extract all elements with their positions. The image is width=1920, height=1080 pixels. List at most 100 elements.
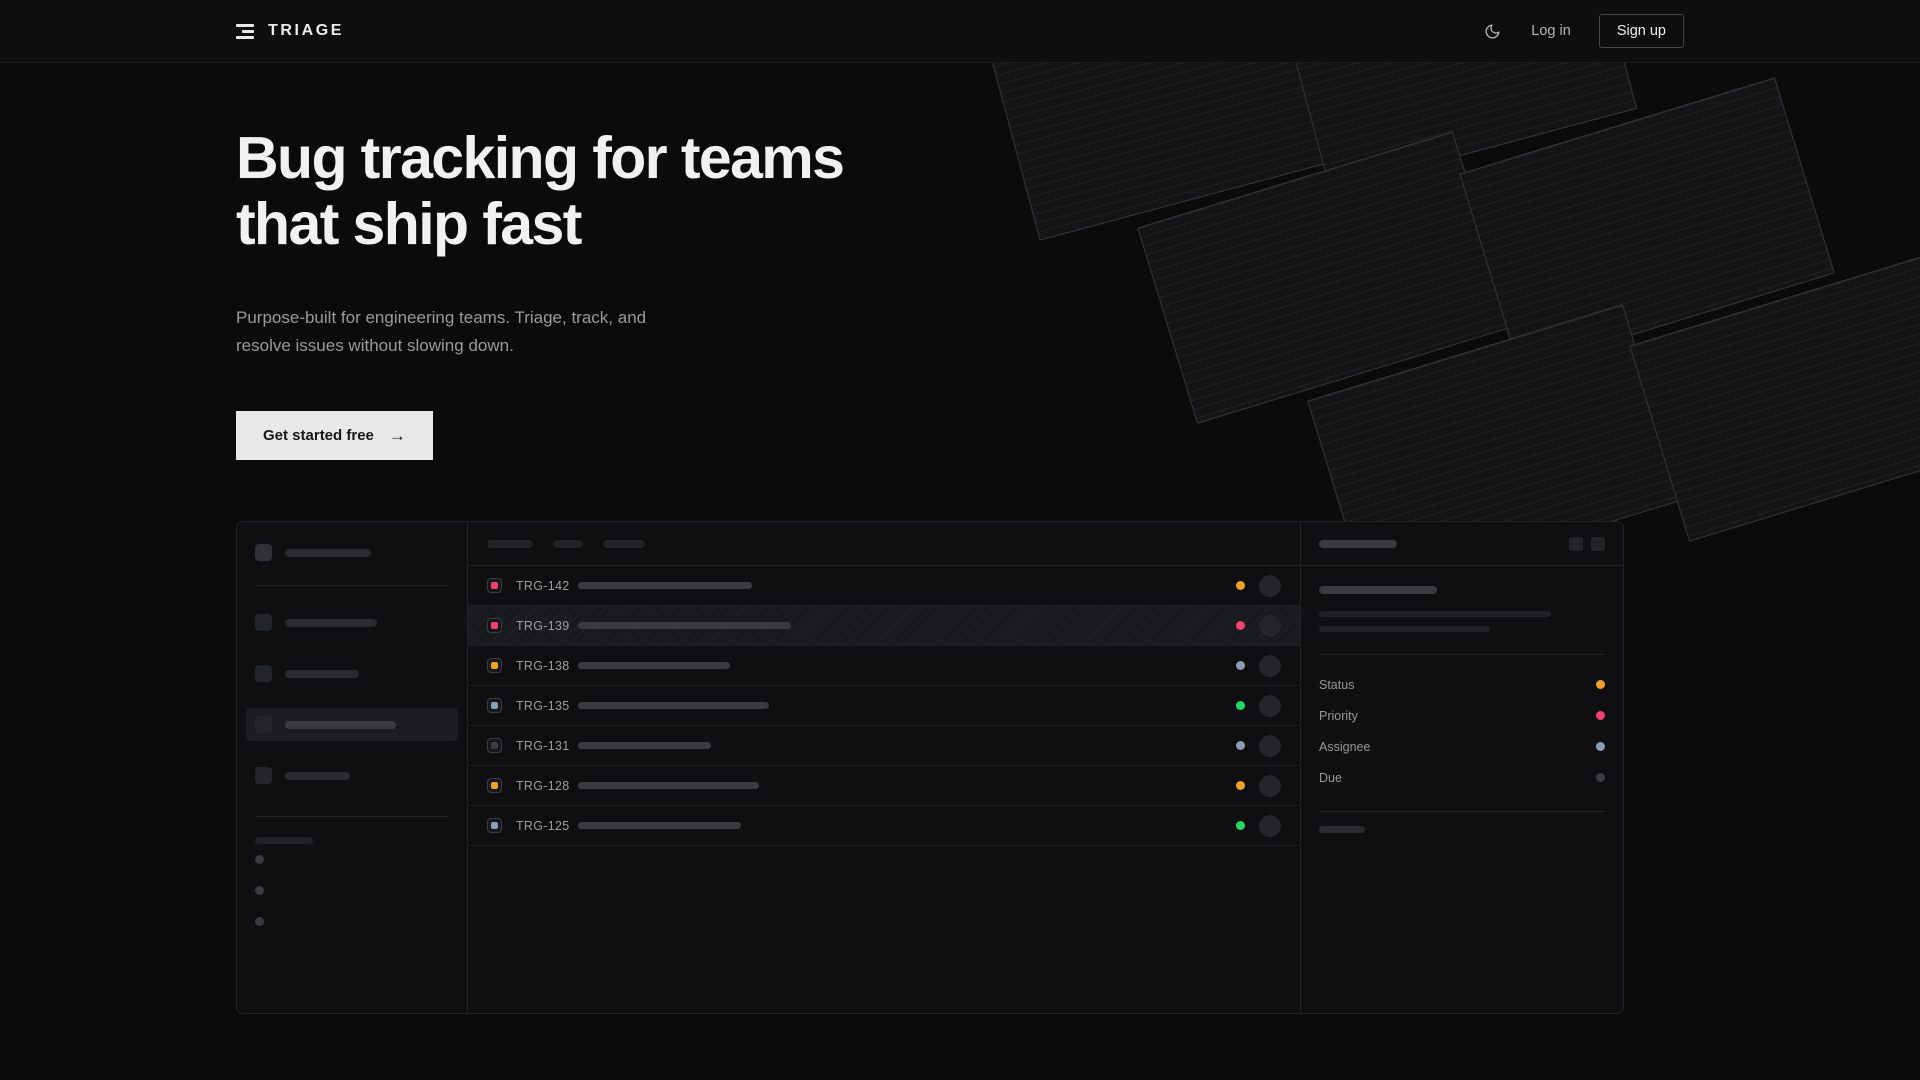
team-item-2[interactable] [255, 906, 449, 937]
divider [1319, 811, 1605, 812]
workspace-switcher[interactable] [255, 538, 449, 561]
decor-panel [1280, 63, 1638, 191]
signup-button[interactable]: Sign up [1598, 14, 1684, 48]
property-value-dot-icon [1596, 680, 1605, 689]
sidebar-item-2[interactable] [246, 708, 458, 741]
detail-description [1319, 611, 1605, 632]
sidebar-item-icon [255, 614, 272, 631]
issue-type-icon [487, 698, 502, 713]
nav-actions: Log in Sign up [1481, 14, 1684, 48]
get-started-button[interactable]: Get started free → [236, 411, 433, 461]
issue-id: TRG-142 [516, 578, 570, 593]
team-item-1[interactable] [255, 875, 449, 906]
avatar[interactable] [1259, 694, 1281, 717]
divider [255, 585, 449, 586]
property-due[interactable]: Due [1319, 762, 1605, 793]
row-meta [1236, 734, 1281, 757]
activity-item-1 [1319, 863, 1605, 877]
property-status[interactable]: Status [1319, 669, 1605, 700]
brand-name: TRIAGE [268, 22, 345, 39]
issue-type-icon [487, 738, 502, 753]
issue-title-placeholder [578, 662, 730, 669]
sidebar-item-label [285, 618, 377, 627]
arrow-right-icon: → [388, 426, 406, 446]
avatar[interactable] [1259, 654, 1281, 677]
decor-panel [1137, 131, 1513, 424]
table-row[interactable]: TRG-138 [468, 646, 1300, 686]
table-row[interactable]: TRG-131 [468, 726, 1300, 766]
avatar[interactable] [1259, 734, 1281, 757]
divider [255, 816, 449, 817]
issue-title-placeholder [578, 742, 711, 749]
sidebar-item-label [285, 720, 396, 729]
avatar[interactable] [1259, 774, 1281, 797]
issue-id: TRG-131 [516, 738, 570, 753]
table-row[interactable]: TRG-128 [468, 766, 1300, 806]
table-row[interactable]: TRG-142 [468, 566, 1300, 606]
workspace-name-placeholder [285, 548, 371, 557]
sidebar-item-1[interactable] [246, 657, 458, 690]
table-row[interactable]: TRG-125 [468, 806, 1300, 846]
section-label-placeholder [255, 837, 313, 844]
sidebar-item-0[interactable] [246, 606, 458, 639]
sidebar-item-label [285, 771, 350, 780]
avatar[interactable] [1259, 574, 1281, 597]
avatar[interactable] [1259, 614, 1281, 637]
hero-section: Bug tracking for teams that ship fast Pu… [236, 125, 845, 461]
status-dot-icon [1236, 821, 1245, 830]
toolbar-filter-1[interactable] [553, 539, 583, 548]
property-value-dot-icon [1596, 742, 1605, 751]
issue-id: TRG-138 [516, 658, 570, 673]
detail-header-actions [1569, 536, 1605, 551]
toolbar-filter-0[interactable] [487, 539, 533, 548]
issue-title-placeholder [578, 582, 752, 589]
team-dot-icon [255, 855, 264, 864]
top-navbar: TRIAGE Log in Sign up [0, 0, 1920, 63]
row-meta [1236, 774, 1281, 797]
table-row[interactable]: TRG-135 [468, 686, 1300, 726]
decor-panel [990, 63, 1330, 241]
preview-sidebar [237, 522, 468, 1013]
sidebar-item-3[interactable] [246, 759, 458, 792]
sidebar-item-icon [255, 665, 272, 682]
decor-panel [1307, 304, 1683, 543]
property-label: Priority [1319, 708, 1358, 723]
divider [1319, 654, 1605, 655]
detail-action-button-1[interactable] [1591, 536, 1605, 551]
detail-action-button-0[interactable] [1569, 536, 1583, 551]
toolbar-filter-2[interactable] [603, 539, 645, 548]
team-item-0[interactable] [255, 844, 449, 875]
issue-title-placeholder [578, 782, 759, 789]
status-dot-icon [1236, 781, 1245, 790]
row-meta [1236, 574, 1281, 597]
property-label: Status [1319, 677, 1355, 692]
property-label: Assignee [1319, 739, 1371, 754]
property-priority[interactable]: Priority [1319, 700, 1605, 731]
issue-type-icon [487, 818, 502, 833]
moon-icon[interactable] [1481, 20, 1503, 42]
list-toolbar [468, 522, 1300, 566]
sidebar-nav [246, 606, 458, 792]
table-row[interactable]: TRG-139 [468, 606, 1300, 646]
avatar[interactable] [1259, 814, 1281, 837]
sidebar-item-label [285, 669, 359, 678]
issue-title-placeholder [578, 702, 769, 709]
activity-avatars [1319, 849, 1605, 877]
row-meta [1236, 694, 1281, 717]
row-meta [1236, 814, 1281, 837]
property-assignee[interactable]: Assignee [1319, 731, 1605, 762]
issue-type-icon [487, 658, 502, 673]
issue-type-icon [487, 778, 502, 793]
activity-label-placeholder [1319, 826, 1365, 833]
team-dot-icon [255, 886, 264, 895]
property-value-dot-icon [1596, 773, 1605, 782]
issue-type-icon [487, 618, 502, 633]
login-link[interactable]: Log in [1531, 23, 1571, 39]
workspace-avatar [255, 544, 272, 561]
brand-logo[interactable]: TRIAGE [236, 22, 344, 40]
